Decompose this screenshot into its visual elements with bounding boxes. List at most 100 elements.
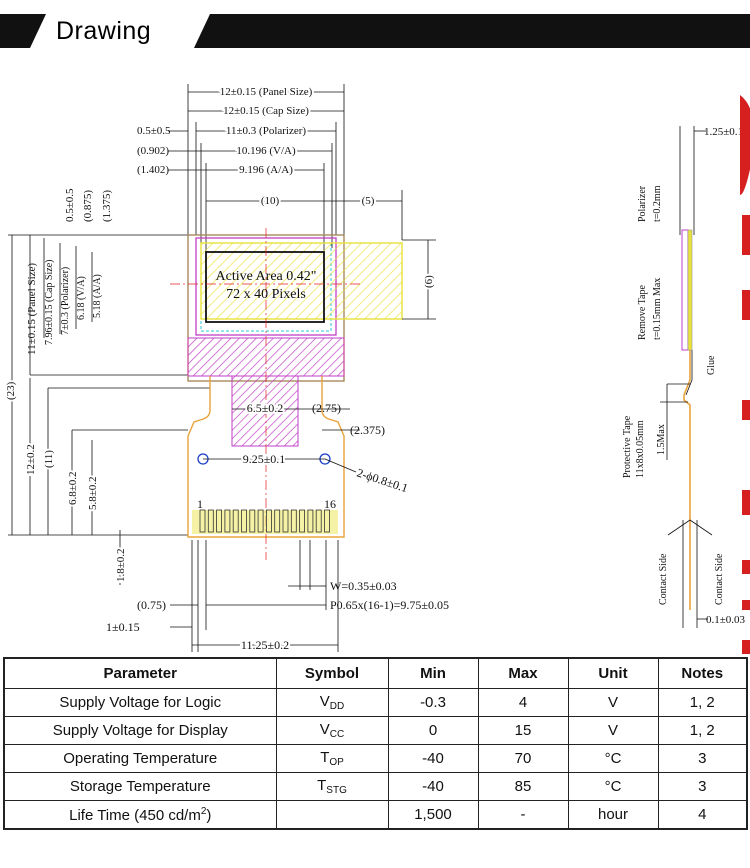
side-contact-1: Contact Side xyxy=(658,553,669,605)
pin-1: 1 xyxy=(197,497,203,511)
cell-max: 4 xyxy=(477,688,569,717)
cell-min: -0.3 xyxy=(387,688,479,717)
connector-pin xyxy=(307,509,314,533)
cell-symbol: VCC xyxy=(275,716,389,745)
table-row: Supply Voltage for Logic VDD -0.3 4 V 1,… xyxy=(3,688,748,717)
connector-pin xyxy=(282,509,289,533)
cell-max: 15 xyxy=(477,716,569,745)
col-max: Max xyxy=(477,657,569,689)
side-glue: Glue xyxy=(706,355,717,375)
cell-symbol: VDD xyxy=(275,688,389,717)
fpc-total-width: 11.25±0.2 xyxy=(241,638,289,652)
cell-parameter: Life Time (450 cd/m2) xyxy=(3,800,277,830)
dim-18: 1.8±0.2 xyxy=(115,548,127,582)
header-tab xyxy=(30,14,210,48)
dim-va-height: 6.18 (V/A) xyxy=(76,276,87,320)
dim-10: (10) xyxy=(261,195,280,207)
table-row: Supply Voltage for Display VCC 0 15 V 1,… xyxy=(3,716,748,745)
dim-polarizer-height: 7±0.3 (Polarizer) xyxy=(60,267,71,335)
symbol-sub: DD xyxy=(329,701,345,712)
dim-6-lines xyxy=(402,239,436,320)
cell-notes: 1, 2 xyxy=(657,688,748,717)
col-min: Min xyxy=(387,657,479,689)
parameter-end: ) xyxy=(206,806,212,824)
cell-unit: V xyxy=(567,716,659,745)
cell-unit: hour xyxy=(567,800,659,830)
connector-pin xyxy=(207,509,214,533)
hole-size: 2-ϕ0.8±0.1 xyxy=(355,466,410,496)
connector-pin xyxy=(324,509,330,533)
connector-pin xyxy=(290,509,297,533)
red-watermark-fragment xyxy=(740,95,750,654)
cell-min: -40 xyxy=(387,772,479,801)
col-parameter: Parameter xyxy=(3,657,277,689)
side-protective-tape-size: 11x8x0.05mm xyxy=(635,420,646,478)
col-notes: Notes xyxy=(657,657,748,689)
absolute-max-ratings-table: Parameter Symbol Min Max Unit Notes Supp… xyxy=(3,657,748,830)
dim-1402: (1.402) xyxy=(137,164,169,176)
panel-outline xyxy=(170,228,403,560)
dim-panel-width: 12±0.15 (Panel Size) xyxy=(220,86,313,98)
mechanical-drawing: 12±0.15 (Panel Size) 12±0.15 (Cap Size) … xyxy=(3,84,750,654)
side-top-dim: 1.25±0.1 xyxy=(704,126,743,138)
cell-max: - xyxy=(477,800,569,830)
dim-left-05: 0.5±0.5 xyxy=(64,188,76,222)
cell-min: 1,500 xyxy=(387,800,479,830)
cell-unit: °C xyxy=(567,744,659,773)
cell-notes: 4 xyxy=(657,800,748,830)
symbol-main: T xyxy=(320,749,330,766)
connector-pins xyxy=(192,509,338,534)
pin-16: 16 xyxy=(324,497,336,511)
pin-pitch: P0.65x(16-1)=9.75±0.05 xyxy=(330,598,449,612)
top-dimensions xyxy=(168,84,403,252)
cell-parameter: Storage Temperature xyxy=(3,772,277,801)
connector-pin xyxy=(241,509,247,533)
left-dimension-lines xyxy=(8,234,210,585)
connector-pin xyxy=(265,509,272,533)
col-symbol: Symbol xyxy=(275,657,389,689)
cell-min: 0 xyxy=(387,716,479,745)
dim-panel-height: 11±0.15 (Panel Size) xyxy=(26,263,38,355)
cell-parameter: Operating Temperature xyxy=(3,744,277,773)
side-max: 1.5Max xyxy=(656,424,667,455)
side-polarizer-thickness: t=0.2mm xyxy=(652,185,663,222)
dim-cap-height: 7.96±0.15 (Cap Size) xyxy=(44,260,55,345)
side-view xyxy=(660,126,713,628)
spec-table-container: Parameter Symbol Min Max Unit Notes Supp… xyxy=(3,657,748,830)
cell-max: 85 xyxy=(477,772,569,801)
cell-notes: 3 xyxy=(657,744,748,773)
cell-symbol: TOP xyxy=(275,744,389,773)
side-contact-2: Contact Side xyxy=(714,553,725,605)
cell-min: -40 xyxy=(387,744,479,773)
symbol-sub: OP xyxy=(329,757,344,768)
connector-pin xyxy=(274,509,281,533)
connector-pin xyxy=(216,509,223,533)
cell-unit: °C xyxy=(567,772,659,801)
dim-11: (11) xyxy=(43,450,55,468)
connector-pin xyxy=(299,509,306,533)
side-bottom-dim: 0.1±0.03 xyxy=(706,614,746,626)
table-row: Operating Temperature TOP -40 70 °C 3 xyxy=(3,744,748,773)
cell-symbol: TSTG xyxy=(275,772,389,801)
dim-6: (6) xyxy=(423,275,435,288)
bottom-dim-lines xyxy=(170,540,339,652)
parameter-sup: 2 xyxy=(200,805,207,817)
cell-unit: V xyxy=(567,688,659,717)
dim-1: 1±0.15 xyxy=(106,620,140,634)
parameter-main: Life Time (450 cd/m xyxy=(69,806,201,824)
connector-pin xyxy=(232,509,239,533)
symbol-sub: CC xyxy=(329,729,345,740)
fpc-offset: (2.75) xyxy=(312,401,341,415)
hole-pitch: 9.25±0.1 xyxy=(243,452,286,466)
dim-left-1375: (1.375) xyxy=(101,190,113,222)
fpc-dim-lines xyxy=(203,408,360,473)
active-area-line2: 72 x 40 Pixels xyxy=(226,287,306,302)
dim-12: 12±0.2 xyxy=(25,444,37,475)
symbol-main: V xyxy=(319,721,330,738)
dim-68: 6.8±0.2 xyxy=(67,471,79,505)
table-header-row: Parameter Symbol Min Max Unit Notes xyxy=(3,657,748,689)
dim-total-height: (23) xyxy=(5,381,17,400)
table-row: Life Time (450 cd/m2) 1,500 - hour 4 xyxy=(3,800,748,830)
cell-parameter: Supply Voltage for Logic xyxy=(3,688,277,717)
dim-0902: (0.902) xyxy=(137,145,169,157)
